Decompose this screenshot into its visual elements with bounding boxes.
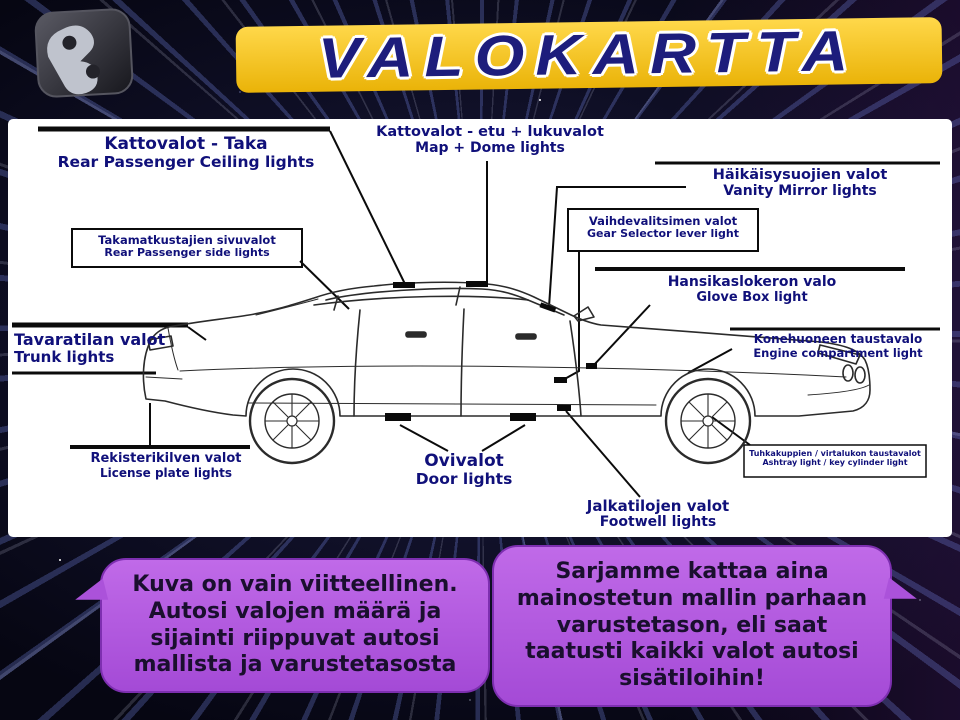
label-map-dome-lights-fi: Kattovalot - etu + lukuvalot bbox=[376, 124, 604, 140]
label-rear-ceiling-lights-fi: Kattovalot - Taka bbox=[104, 134, 268, 154]
speech-bubble-promise: Sarjamme kattaa aina mainostetun mallin … bbox=[492, 545, 921, 708]
speech-bubble-disclaimer: Kuva on vain viitteellinen. Autosi valoj… bbox=[71, 558, 490, 694]
car-outline bbox=[142, 281, 871, 417]
label-door-lights-fi: Ovivalot bbox=[424, 451, 504, 471]
label-ashtray-key-cylinder-lights-fi: Tuhkakuppien / virtalukon taustavalot bbox=[749, 449, 921, 458]
label-rear-passenger-side-lights-fi: Takamatkustajien sivuvalot bbox=[98, 233, 276, 247]
label-footwell-lights: Jalkatilojen valot Footwell lights bbox=[586, 497, 730, 531]
label-footwell-lights-en: Footwell lights bbox=[599, 514, 717, 531]
label-gear-selector-light: Vaihdevalitsimen valot Gear Selector lev… bbox=[587, 214, 739, 241]
label-trunk-lights-fi: Tavaratilan valot bbox=[14, 330, 166, 349]
label-vanity-mirror-lights: Häikäisysuojien valot Vanity Mirror ligh… bbox=[713, 167, 888, 199]
speech-bubble-disclaimer-text: Kuva on vain viitteellinen. Autosi valoj… bbox=[132, 572, 458, 678]
label-door-lights-en: Door lights bbox=[415, 470, 513, 489]
diagram-panel: Kattovalot - Taka Rear Passenger Ceiling… bbox=[8, 119, 952, 537]
brand-logo bbox=[32, 5, 137, 100]
label-rear-passenger-side-lights: Takamatkustajien sivuvalot Rear Passenge… bbox=[98, 233, 276, 260]
brand-logo-icon bbox=[34, 8, 134, 98]
label-license-plate-lights: Rekisterikilven valot License plate ligh… bbox=[90, 451, 242, 480]
label-gear-selector-light-fi: Vaihdevalitsimen valot bbox=[588, 214, 738, 228]
label-footwell-lights-fi: Jalkatilojen valot bbox=[586, 497, 730, 515]
label-license-plate-lights-fi: Rekisterikilven valot bbox=[90, 451, 242, 466]
speech-bubble-promise-text: Sarjamme kattaa aina mainostetun mallin … bbox=[516, 559, 868, 692]
label-ashtray-key-cylinder-lights: Tuhkakuppien / virtalukon taustavalot As… bbox=[749, 449, 921, 467]
label-glove-box-light-fi: Hansikaslokeron valo bbox=[667, 274, 837, 290]
label-engine-compartment-light-en: Engine compartment light bbox=[753, 345, 923, 360]
label-vanity-mirror-lights-en: Vanity Mirror lights bbox=[723, 182, 877, 199]
label-trunk-lights: Tavaratilan valot Trunk lights bbox=[14, 330, 166, 367]
title-banner: VALOKARTTA bbox=[235, 17, 943, 93]
label-glove-box-light: Hansikaslokeron valo Glove Box light bbox=[667, 274, 837, 306]
label-glove-box-light-en: Glove Box light bbox=[696, 289, 808, 305]
label-gear-selector-light-en: Gear Selector lever light bbox=[587, 227, 739, 241]
label-trunk-lights-en: Trunk lights bbox=[14, 348, 115, 367]
label-vanity-mirror-lights-fi: Häikäisysuojien valot bbox=[712, 167, 888, 183]
label-ashtray-key-cylinder-lights-en: Ashtray light / key cylinder light bbox=[762, 458, 908, 468]
wheels bbox=[248, 377, 752, 465]
label-door-lights: Ovivalot Door lights bbox=[415, 451, 513, 489]
banner-title: VALOKARTTA bbox=[318, 19, 860, 91]
label-map-dome-lights: Kattovalot - etu + lukuvalot Map + Dome … bbox=[376, 124, 604, 156]
label-map-dome-lights-en: Map + Dome lights bbox=[415, 139, 565, 156]
label-engine-compartment-light-fi: Konehuoneen taustavalo bbox=[753, 332, 923, 346]
label-license-plate-lights-en: License plate lights bbox=[99, 465, 233, 480]
label-engine-compartment-light: Konehuoneen taustavalo Engine compartmen… bbox=[753, 332, 923, 360]
label-rear-ceiling-lights-en: Rear Passenger Ceiling lights bbox=[57, 153, 315, 172]
label-rear-ceiling-lights: Kattovalot - Taka Rear Passenger Ceiling… bbox=[57, 134, 315, 172]
car-diagram bbox=[12, 126, 940, 498]
light-markers bbox=[385, 281, 597, 421]
leader-lines bbox=[12, 126, 940, 498]
label-rear-passenger-side-lights-en: Rear Passenger side lights bbox=[104, 246, 270, 260]
